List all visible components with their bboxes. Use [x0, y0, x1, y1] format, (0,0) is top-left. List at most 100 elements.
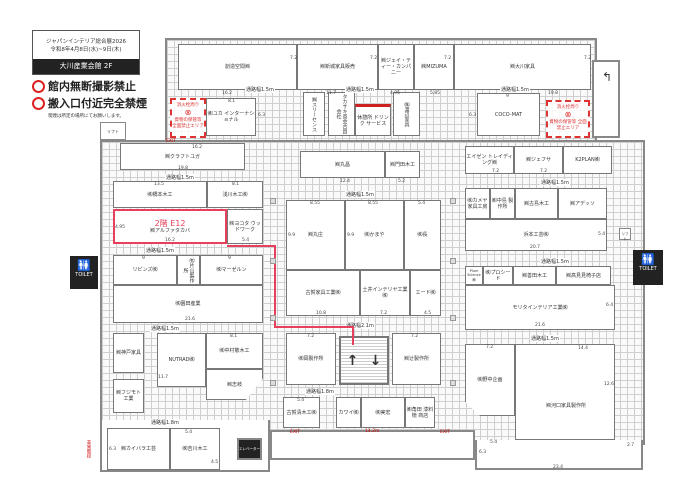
dimension: 6.3	[258, 113, 266, 118]
booth-label: ㈱スリーセンス	[311, 96, 317, 132]
booth-label: ㈱園田産業	[175, 301, 201, 307]
booth-watanabe[interactable]: ㈱渡辺家具	[393, 92, 420, 136]
booth-rest[interactable]: 休憩所 ドリンク サービス	[355, 104, 391, 136]
booth-proceed[interactable]: ㈱プロシード	[483, 266, 513, 285]
booth-kogakiyo[interactable]: 古賀清木工㈱	[283, 397, 320, 428]
booth-takami[interactable]: ㈱高見見椅子店	[556, 266, 611, 285]
booth-nakajima[interactable]: ㈱中島 製作所	[490, 188, 515, 219]
dimension: 9.9	[288, 233, 296, 238]
booth-asakawa[interactable]: 浅川木工㈱	[207, 181, 263, 208]
booth-furushima[interactable]: ㈱古島木工	[515, 188, 558, 219]
booth-sonoda[interactable]: ㈱園田産業	[113, 285, 263, 323]
booth-nutrad[interactable]: NUTRAD㈱	[157, 333, 206, 387]
booth-livins[interactable]: リビンズ㈱	[113, 255, 177, 285]
booth-nakamura[interactable]: ㈱中村敬木工	[206, 333, 263, 369]
route-line	[227, 245, 354, 345]
booth-eizen[interactable]: エイゼン トレイディング㈱	[465, 146, 514, 174]
dimension: 7.2	[584, 56, 592, 61]
booth-kawai[interactable]: カワイ㈱	[336, 397, 361, 428]
booth-label: ㈱野中企画	[477, 377, 503, 383]
booth-osa[interactable]: ㈱長	[404, 200, 441, 270]
booth-oka[interactable]: ㈱岡製作所	[286, 333, 336, 385]
booth-kameya[interactable]: ㈱カメヤ 家具工房	[465, 188, 490, 219]
dimension: 10.8	[316, 311, 327, 316]
booth-morita[interactable]: モリタインテリア工業㈱	[465, 285, 615, 330]
booth-shinjo[interactable]: ㈱新城家具販売	[297, 44, 378, 90]
dimension: 19.8	[178, 166, 189, 171]
booth-label: K2PLAN㈱	[575, 157, 600, 163]
info-panel: ジャパンインテリア総合展2026 令和8年4月8日(水)~9日(木) 大川産業会…	[32, 30, 140, 75]
booth-yoshikawa[interactable]: ㈱吉川木工	[170, 428, 220, 470]
toilet-right[interactable]: 🚻TOILET	[633, 250, 663, 285]
booth-kaibara[interactable]: ㈱カイバラ工芸	[107, 428, 170, 470]
floor-bottom-right	[475, 440, 643, 470]
booth-katayama[interactable]: ㈲片山製作所	[177, 255, 200, 285]
booth-doi[interactable]: 土井インテリヤ工業㈱	[360, 270, 410, 316]
bottom-service-area	[270, 430, 475, 460]
booth-label: ㈱古島木工	[523, 200, 549, 207]
booth-ed[interactable]: エード㈱	[410, 270, 441, 316]
booth-marzeln[interactable]: ㈱マーゼルン	[200, 255, 263, 285]
booth-sozo[interactable]: 創造空間㈱	[178, 44, 297, 90]
booth-label: COCO-MAT	[494, 111, 523, 118]
stairs-top-right: ↰	[592, 60, 620, 138]
dimension: 6.3	[109, 447, 117, 452]
booth-marusho2[interactable]: ㈱丸庄	[286, 200, 345, 270]
booth-jt[interactable]: ㈱ジェイ・ティー・カンパニー	[378, 44, 414, 90]
booth-kobe[interactable]: ㈱神戸家具	[113, 333, 144, 373]
aisle-label: 通路幅1.5m	[150, 325, 180, 332]
booth-coco[interactable]: COCO-MAT	[477, 93, 540, 136]
booth-kamaya[interactable]: ㈱かまや	[345, 200, 404, 270]
booth-fujimoto[interactable]: ㈱フジモト 工業	[113, 379, 144, 413]
booth-takasaki[interactable]: タカサキ商会合資会社	[328, 92, 355, 136]
event-title: ジャパンインテリア総合展2026	[46, 39, 126, 45]
booth-hamamoto[interactable]: 浜本工芸㈱	[465, 219, 607, 251]
booth-label: エード㈱	[415, 290, 436, 296]
booth-tsuji[interactable]: ㈱辻製作所	[392, 333, 441, 385]
booth-marusho[interactable]: ㈱丸昌	[300, 151, 385, 178]
pillar	[450, 198, 456, 204]
booth-kawaguchi[interactable]: ㈱河口家具製作所	[476, 344, 616, 468]
booth-label: ㈱河口家具製作所	[545, 403, 586, 409]
aisle-label: 通路幅1.5m	[345, 191, 375, 198]
booth-label: ㈱志岐	[226, 381, 242, 388]
booth-jefsa[interactable]: ㈱ジェフサ	[514, 146, 563, 174]
fire-zone-title: 消火栓周り	[556, 105, 580, 110]
dimension: 5.85	[430, 91, 441, 96]
booth-plum[interactable]: Plum Science ㈱	[465, 266, 483, 285]
dimension: 14.4	[578, 346, 589, 351]
toilet-label: TOILET	[75, 272, 93, 278]
toilet-left[interactable]: 🚻TOILET	[70, 256, 98, 289]
booth-label: リビンズ㈱	[132, 267, 158, 273]
booth-yuka[interactable]: ㈱ユカ インターナショナル	[206, 98, 256, 136]
escalator[interactable]: ↑↓	[339, 336, 389, 385]
pillar	[450, 380, 456, 386]
booth-yokota[interactable]: ㈱ヨコタ ウッドワーク	[227, 209, 263, 244]
dimension: 11.7	[326, 91, 337, 96]
booth-craft[interactable]: ㈱クラフトユガ	[120, 143, 245, 170]
booth-label: ㈱門田木工	[389, 161, 415, 168]
booth-hashimoto[interactable]: ㈱橋本木工	[113, 181, 207, 208]
booth-label: タカサキ商会合資会社	[335, 94, 348, 134]
exit-sign[interactable]: EXIT	[166, 139, 177, 144]
booth-label: 古賀清木工㈱	[286, 409, 317, 416]
booth-three[interactable]: ㈱スリーセンス	[303, 92, 325, 136]
booth-nonaka[interactable]: ㈱野中企画	[465, 344, 515, 416]
booth-adesso[interactable]: ㈱アデッソ	[558, 188, 607, 219]
booth-kadota[interactable]: ㈱門田木工	[385, 151, 420, 178]
booth-tsunoda[interactable]: ㈱角田 漆料徳 商店	[405, 397, 435, 428]
booth-koga[interactable]: 古賀家具工業㈱	[286, 270, 360, 316]
event-dates: 令和8年4月8日(水)~9日(木)	[50, 47, 122, 53]
booth-alpha[interactable]: 2階 E12㈱アルファタカバ	[113, 209, 227, 244]
exit-sign[interactable]: EXIT	[290, 430, 301, 435]
booth-k2[interactable]: K2PLAN㈱	[563, 146, 612, 174]
booth-jitsuhiro[interactable]: ㈱実宏	[361, 397, 405, 428]
booth-zenda[interactable]: ㈱善田木工	[513, 266, 556, 285]
toilet-icon: 🚻	[77, 259, 91, 272]
exit-sign[interactable]: EXIT	[440, 430, 451, 435]
dimension: 9	[506, 94, 509, 99]
elevator[interactable]: エレベーター	[237, 438, 262, 460]
booth-mizuma[interactable]: ㈱MIZUMA	[414, 44, 454, 90]
no-smoking-icon	[32, 96, 45, 110]
dimension: 12.6	[604, 382, 615, 387]
